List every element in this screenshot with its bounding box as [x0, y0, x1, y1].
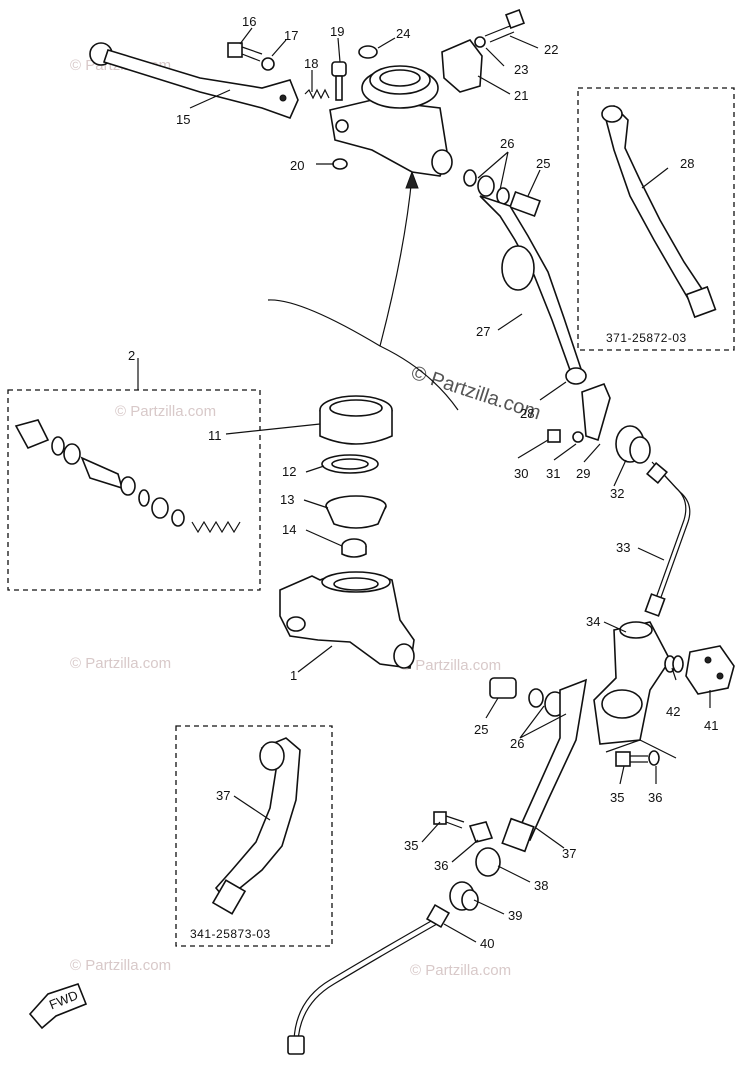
watermark-group: © Partzilla.com © Partzilla.com © Partzi… [70, 57, 543, 979]
callout-label: 17 [284, 28, 298, 43]
bolt-16 [227, 42, 275, 71]
brake-hose-27 [479, 195, 587, 385]
callout-label: 36 [434, 858, 448, 873]
callout-label: 36 [648, 790, 662, 805]
callout-label: 26 [510, 736, 524, 751]
callout-label: 31 [546, 466, 560, 481]
callout-label: 14 [282, 522, 296, 537]
callout-label: 37 [216, 788, 230, 803]
callout-label: 41 [704, 718, 718, 733]
callout-label: 25 [536, 156, 550, 171]
bolt-35-right [615, 750, 660, 767]
fwd-arrow: FWD [28, 983, 88, 1030]
box-part-code: 371-25872-03 [606, 331, 687, 345]
bolt-35-left [433, 811, 494, 843]
brake-hose-37 [501, 678, 588, 853]
callout-label: 22 [544, 42, 558, 57]
callout-label: 23 [514, 62, 528, 77]
callout-label: 29 [576, 466, 590, 481]
cap-24 [358, 45, 378, 59]
watermark: © Partzilla.com [70, 957, 171, 974]
callout-label: 30 [514, 466, 528, 481]
callout-label: 19 [330, 24, 344, 39]
callout-label: 27 [476, 324, 490, 339]
box-part-code: 341-25873-03 [190, 927, 271, 941]
callout-label: 40 [480, 936, 494, 951]
callout-label: 15 [176, 112, 190, 127]
callout-label: 34 [586, 614, 600, 629]
callout-label: 2 [128, 348, 135, 363]
callout-label: 1 [290, 668, 297, 683]
leader-lines [137, 27, 711, 943]
callout-label: 42 [666, 704, 680, 719]
alt-hose-box: 371-25872-03 [577, 87, 735, 351]
piston-kit-box [7, 389, 261, 591]
joint-assembly [547, 382, 651, 464]
callout-label: 25 [474, 722, 488, 737]
callout-label: 28 [680, 156, 694, 171]
master-cylinder-lower [279, 395, 415, 669]
callout-label: 38 [534, 878, 548, 893]
callout-label: 18 [304, 56, 318, 71]
banjo-fitting-top [463, 169, 541, 217]
callout-label: 11 [208, 428, 222, 443]
assembly-arrow [379, 175, 413, 347]
watermark: © Partzilla.com [400, 657, 501, 674]
brake-lever [89, 42, 299, 120]
spring-18 [304, 88, 330, 100]
watermark: © Partzilla.com [410, 962, 511, 979]
alt-hose-box-lower: 341-25873-03 [175, 725, 333, 947]
brake-pipe-33 [644, 461, 691, 617]
lower-pipe-assembly [287, 847, 501, 1055]
callout-label: 12 [282, 464, 296, 479]
callout-label: 39 [508, 908, 522, 923]
assembly-bracket-line [267, 299, 459, 411]
master-cylinder-upper [329, 65, 453, 177]
callout-label: 21 [514, 88, 528, 103]
callout-label: 35 [610, 790, 624, 805]
callout-label: 35 [404, 838, 418, 853]
callout-labels: 15 16 17 18 19 20 21 22 23 24 25 26 27 2… [128, 14, 718, 951]
callout-label: 24 [396, 26, 410, 41]
three-way-joint-34 [593, 621, 671, 745]
callout-label: 37 [562, 846, 576, 861]
brake-switch-41 [664, 645, 735, 695]
watermark: © Partzilla.com [70, 655, 171, 672]
callout-label: 20 [290, 158, 304, 173]
bolt-19 [331, 61, 347, 101]
callout-label: 33 [616, 540, 630, 555]
callout-label: 28 [520, 406, 534, 421]
callout-label: 13 [280, 492, 294, 507]
clamp-21 [441, 39, 483, 93]
watermark: © Partzilla.com [115, 403, 216, 420]
callout-label: 16 [242, 14, 256, 29]
callout-label: 26 [500, 136, 514, 151]
callout-label: 32 [610, 486, 624, 501]
bolt-22 [474, 9, 525, 48]
